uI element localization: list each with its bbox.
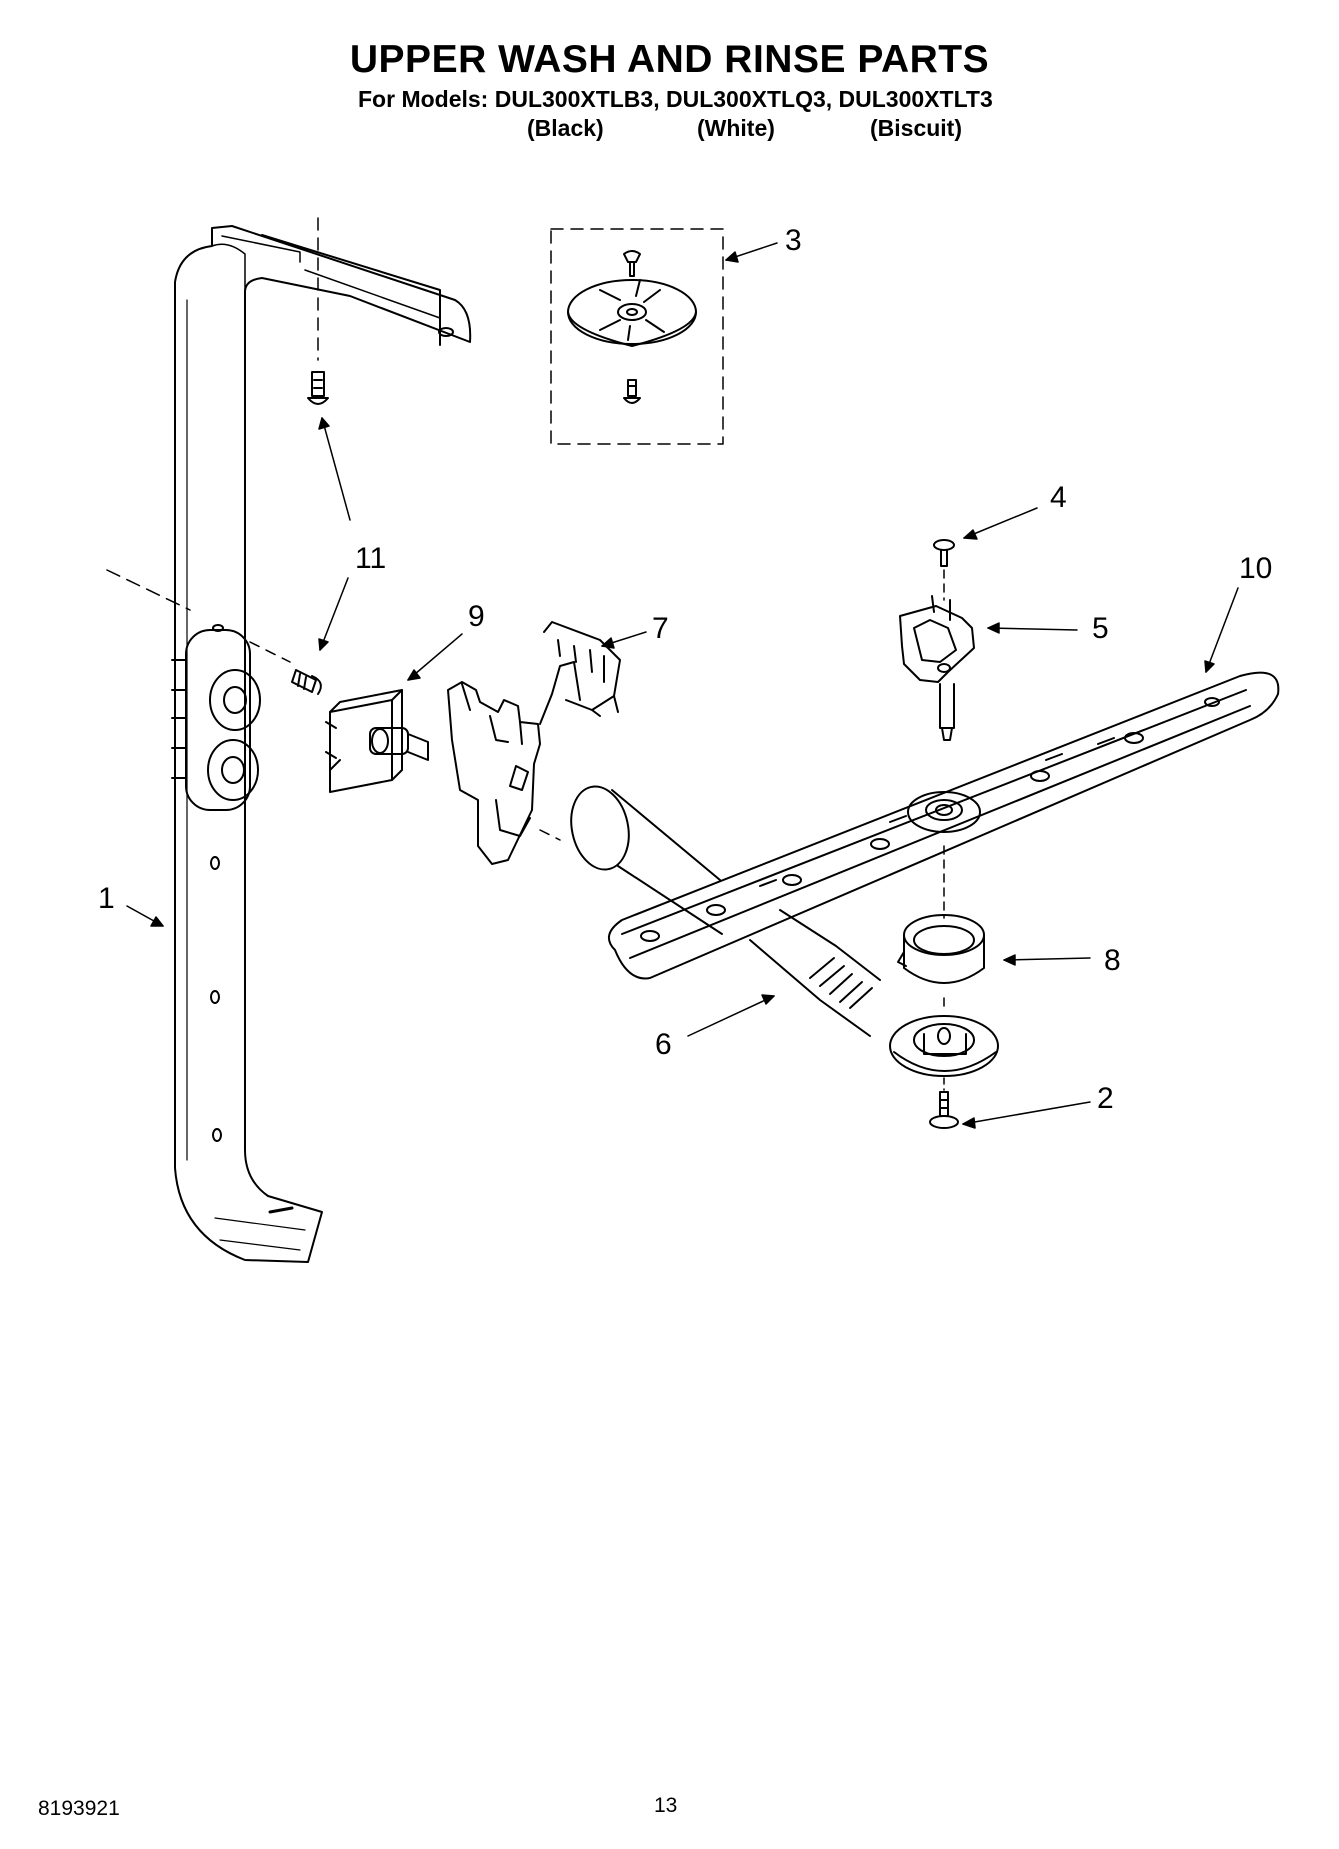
models-line: For Models: DUL300XTLB3, DUL300XTLQ3, DU…: [358, 86, 993, 112]
callout-8: 8: [1104, 944, 1121, 977]
callout-7: 7: [652, 612, 669, 645]
part-2-screw: [929, 1091, 959, 1129]
part-6-feed-tube: [570, 785, 999, 1077]
axis-line-left: [106, 569, 191, 611]
part-9-bracket: [325, 689, 429, 793]
leader-lines: [126, 242, 1239, 1129]
part-3-group-box: [550, 228, 724, 445]
part-4-screw: [933, 539, 955, 567]
part-11-screw-top: [307, 371, 329, 405]
callout-6: 6: [655, 1028, 672, 1061]
page-title: UPPER WASH AND RINSE PARTS: [349, 38, 990, 81]
callout-9: 9: [468, 600, 485, 633]
callout-2: 2: [1097, 1082, 1114, 1115]
color-label-black: (Black): [527, 115, 604, 141]
callout-5: 5: [1092, 612, 1109, 645]
part-7-clip-bracket: [447, 621, 621, 865]
part-11-screw-side: [291, 669, 322, 695]
color-label-biscuit: (Biscuit): [870, 115, 962, 141]
callout-4: 4: [1050, 481, 1067, 514]
axis-line-bracket: [539, 829, 561, 841]
callout-10: 10: [1239, 552, 1272, 585]
part-5-hub: [899, 595, 975, 741]
callout-11-lower: 11: [355, 542, 386, 575]
part-3-assembly: [567, 250, 697, 404]
part-1-supply-tube: [171, 225, 472, 1263]
callout-labels: 1 2 3 4 5 6 7 8 9 10 11 11: [98, 224, 1272, 1115]
document-number: 8193921: [38, 1797, 120, 1820]
callout-3: 3: [785, 224, 802, 257]
part-8-ring: [897, 914, 985, 984]
page-number: 13: [654, 1794, 678, 1817]
part-10-spray-arm: [607, 671, 1280, 980]
axis-line-hub: [249, 641, 291, 663]
callout-1: 1: [98, 882, 115, 915]
color-label-white: (White): [697, 115, 775, 141]
